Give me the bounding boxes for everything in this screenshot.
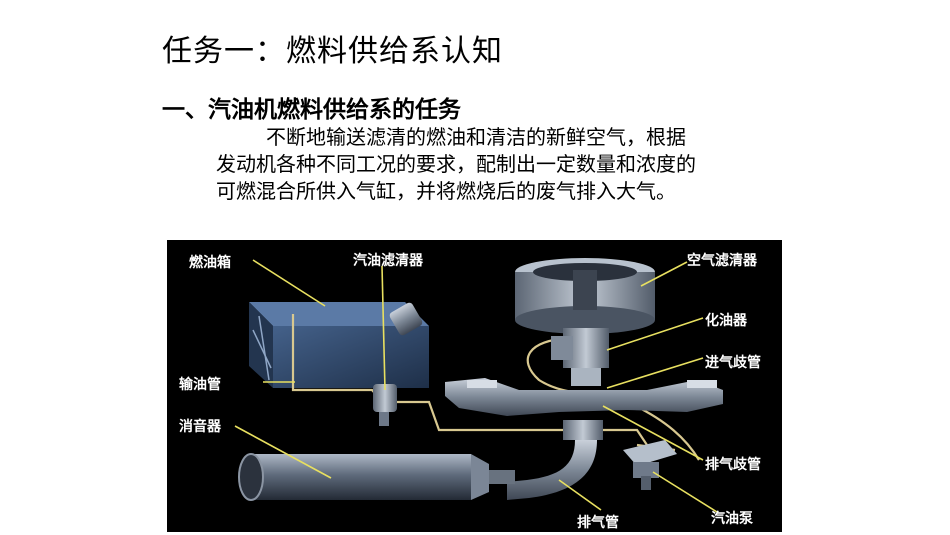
label-fuel-pump: 汽油泵 [711,511,753,527]
label-exhaust-manifold: 排气歧管 [705,457,761,473]
leader-lines [234,259,718,513]
label-fuel-filter: 汽油滤清器 [353,253,423,269]
label-carburetor: 化油器 [705,313,747,329]
paragraph-line-1: 不断地输送滤清的燃油和清洁的新鲜空气，根据 [266,125,686,149]
muffler-shape [238,453,515,501]
paragraph-line-3: 可燃混合所供入气缸，并将燃烧后的废气排入大气。 [216,179,676,203]
fuel-system-diagram: 燃油箱 汽油滤清器 空气滤清器 化油器 进气歧管 输油管 消音器 排气歧管 排气… [167,240,782,532]
fuel-filter-shape [373,384,397,426]
label-fuel-tank: 燃油箱 [189,255,231,271]
slide-title: 任务一：燃料供给系认知 [162,34,503,69]
fuel-tank-shape [249,302,429,388]
label-fuel-line: 输油管 [179,377,221,393]
fuel-system-illustration [234,258,723,513]
exhaust-manifold-shape [507,420,603,500]
intake-manifold-shape [445,378,723,416]
section-heading: 一、汽油机燃料供给系的任务 [162,97,461,123]
label-muffler: 消音器 [179,419,221,435]
paragraph-line-2: 发动机各种不同工况的要求，配制出一定数量和浓度的 [216,152,696,176]
air-filter-shape [515,258,655,334]
carburetor-shape [551,328,609,386]
fuel-pump-shape [623,440,677,490]
task-paragraph: 不断地输送滤清的燃油和清洁的新鲜空气，根据 发动机各种不同工况的要求，配制出一定… [216,124,806,205]
label-intake-manifold: 进气歧管 [705,355,761,371]
label-air-filter: 空气滤清器 [687,253,757,269]
label-exhaust-pipe: 排气管 [577,515,619,531]
